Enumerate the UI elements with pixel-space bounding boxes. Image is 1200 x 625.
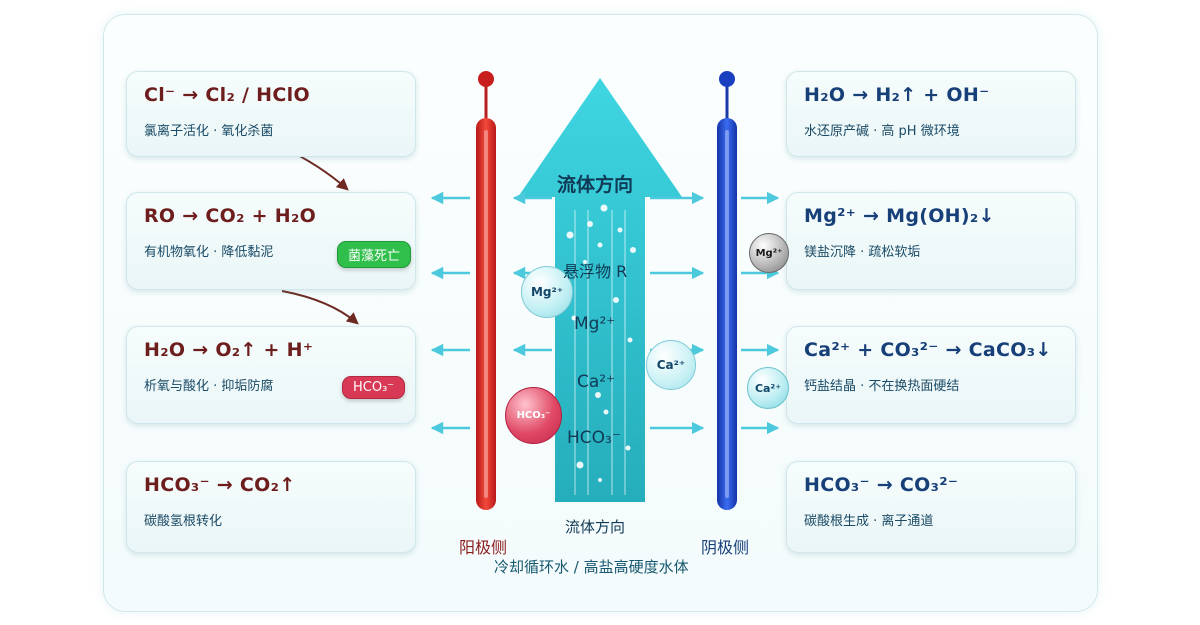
ca-ion-bubble-center: Ca²⁺ bbox=[646, 340, 696, 390]
equation-text: HCO₃⁻ → CO₂↑ bbox=[144, 474, 296, 496]
anode-label: 阳极侧 bbox=[459, 538, 508, 557]
left-card-chlorine: Cl⁻ → Cl₂ / HClO 氯离子活化 · 氧化杀菌 bbox=[126, 71, 416, 157]
description-text: 碳酸氢根转化 bbox=[144, 514, 223, 529]
mg-ion-label: Mg²⁺ bbox=[574, 314, 616, 334]
description-text: 碳酸根生成 · 离子通道 bbox=[804, 514, 934, 529]
flow-stripes bbox=[574, 210, 626, 495]
equation-text: H₂O → H₂↑ + OH⁻ bbox=[804, 84, 990, 106]
left-card-oxygen: H₂O → O₂↑ + H⁺ 析氧与酸化 · 抑垢防腐 bbox=[126, 326, 416, 424]
description-text: 钙盐结晶 · 不在换热面硬结 bbox=[804, 379, 960, 394]
description-text: 镁盐沉降 · 疏松软垢 bbox=[804, 245, 921, 260]
mg-ion-bubble-right: Mg²⁺ bbox=[749, 233, 789, 273]
mg-ion-bubble-left: Mg²⁺ bbox=[521, 266, 573, 318]
water-caption: 冷却循环水 / 高盐高硬度水体 bbox=[494, 558, 689, 576]
gas-bubbles bbox=[566, 204, 636, 482]
algae-death-tag: 菌藻死亡 bbox=[337, 241, 412, 268]
ca-ion-bubble-right: Ca²⁺ bbox=[747, 367, 789, 409]
hco3-ion-label: HCO₃⁻ bbox=[567, 428, 621, 448]
anode-electrode bbox=[476, 118, 496, 510]
right-card-magnesium: Mg²⁺ → Mg(OH)₂↓ 镁盐沉降 · 疏松软垢 bbox=[786, 192, 1076, 290]
flow-direction-bottom: 流体方向 bbox=[565, 518, 626, 536]
right-card-carbonate: HCO₃⁻ → CO₃²⁻ 碳酸根生成 · 离子通道 bbox=[786, 461, 1076, 553]
equation-text: H₂O → O₂↑ + H⁺ bbox=[144, 339, 314, 361]
equation-text: Ca²⁺ + CO₃²⁻ → CaCO₃↓ bbox=[804, 339, 1052, 361]
cathode-terminal bbox=[719, 71, 735, 87]
equation-text: Mg²⁺ → Mg(OH)₂↓ bbox=[804, 205, 995, 227]
ca-ion-label: Ca²⁺ bbox=[577, 372, 616, 392]
cathode-label: 阴极侧 bbox=[701, 538, 750, 557]
cathode-electrode bbox=[717, 118, 737, 510]
equation-text: RO → CO₂ + H₂O bbox=[144, 205, 317, 227]
flow-direction-top: 流体方向 bbox=[557, 174, 634, 196]
left-card-bicarbonate: HCO₃⁻ → CO₂↑ 碳酸氢根转化 bbox=[126, 461, 416, 553]
description-text: 析氧与酸化 · 抑垢防腐 bbox=[144, 379, 274, 394]
equation-text: HCO₃⁻ → CO₃²⁻ bbox=[804, 474, 959, 496]
right-card-water: H₂O → H₂↑ + OH⁻ 水还原产碱 · 高 pH 微环境 bbox=[786, 71, 1076, 157]
flow-arrow bbox=[518, 78, 682, 502]
right-card-calcium: Ca²⁺ + CO₃²⁻ → CaCO₃↓ 钙盐结晶 · 不在换热面硬结 bbox=[786, 326, 1076, 424]
equation-text: Cl⁻ → Cl₂ / HClO bbox=[144, 84, 310, 106]
curve-arrow-2 bbox=[281, 290, 359, 325]
description-text: 水还原产碱 · 高 pH 微环境 bbox=[804, 124, 960, 139]
hco3-ion-bubble-left: HCO₃⁻ bbox=[505, 387, 562, 444]
description-text: 有机物氧化 · 降低黏泥 bbox=[144, 245, 274, 260]
suspended-solids-label: 悬浮物 R bbox=[563, 262, 628, 281]
hco3-tag: HCO₃⁻ bbox=[342, 376, 406, 399]
anode-terminal bbox=[478, 71, 494, 87]
description-text: 氯离子活化 · 氧化杀菌 bbox=[144, 124, 274, 139]
